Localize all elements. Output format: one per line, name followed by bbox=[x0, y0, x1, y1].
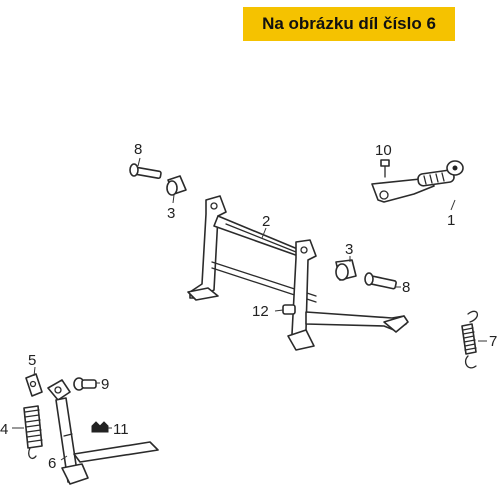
callout-4: 4 bbox=[0, 421, 8, 438]
callout-5: 5 bbox=[28, 352, 36, 369]
leader-1 bbox=[450, 199, 456, 211]
bolt-9 bbox=[73, 377, 97, 391]
leader-8-upper bbox=[137, 157, 141, 167]
spring-4 bbox=[23, 405, 43, 460]
callout-9: 9 bbox=[101, 376, 109, 393]
bolt-10 bbox=[380, 159, 390, 178]
callout-8-right: 8 bbox=[402, 279, 410, 296]
bushing-3-upper bbox=[166, 175, 187, 196]
callout-3-right: 3 bbox=[345, 241, 353, 258]
leader-3-upper bbox=[172, 194, 175, 204]
bushing-3-right bbox=[335, 259, 357, 281]
leader-2 bbox=[261, 227, 267, 239]
bolt-8-upper bbox=[129, 163, 162, 180]
main-stand-2 bbox=[187, 195, 409, 351]
nut-12 bbox=[282, 304, 296, 315]
spring-7 bbox=[461, 310, 478, 369]
leader-6 bbox=[60, 455, 68, 461]
clip-11 bbox=[91, 421, 109, 433]
kick-lever-1 bbox=[371, 160, 464, 203]
side-stand-6 bbox=[47, 379, 159, 485]
bolt-8-right bbox=[364, 272, 397, 290]
callout-2: 2 bbox=[262, 213, 270, 230]
hook-5 bbox=[25, 373, 43, 397]
callout-8-upper: 8 bbox=[134, 141, 142, 158]
callout-10: 10 bbox=[375, 142, 392, 159]
callout-3-upper: 3 bbox=[167, 205, 175, 222]
callout-12: 12 bbox=[252, 303, 269, 320]
part-number-banner: Na obrázku díl číslo 6 bbox=[243, 7, 455, 41]
callout-7: 7 bbox=[489, 333, 497, 350]
leader-12 bbox=[274, 309, 284, 312]
leader-5 bbox=[33, 366, 36, 377]
callout-1: 1 bbox=[447, 212, 455, 229]
callout-11: 11 bbox=[113, 421, 129, 438]
callout-6: 6 bbox=[48, 455, 56, 472]
